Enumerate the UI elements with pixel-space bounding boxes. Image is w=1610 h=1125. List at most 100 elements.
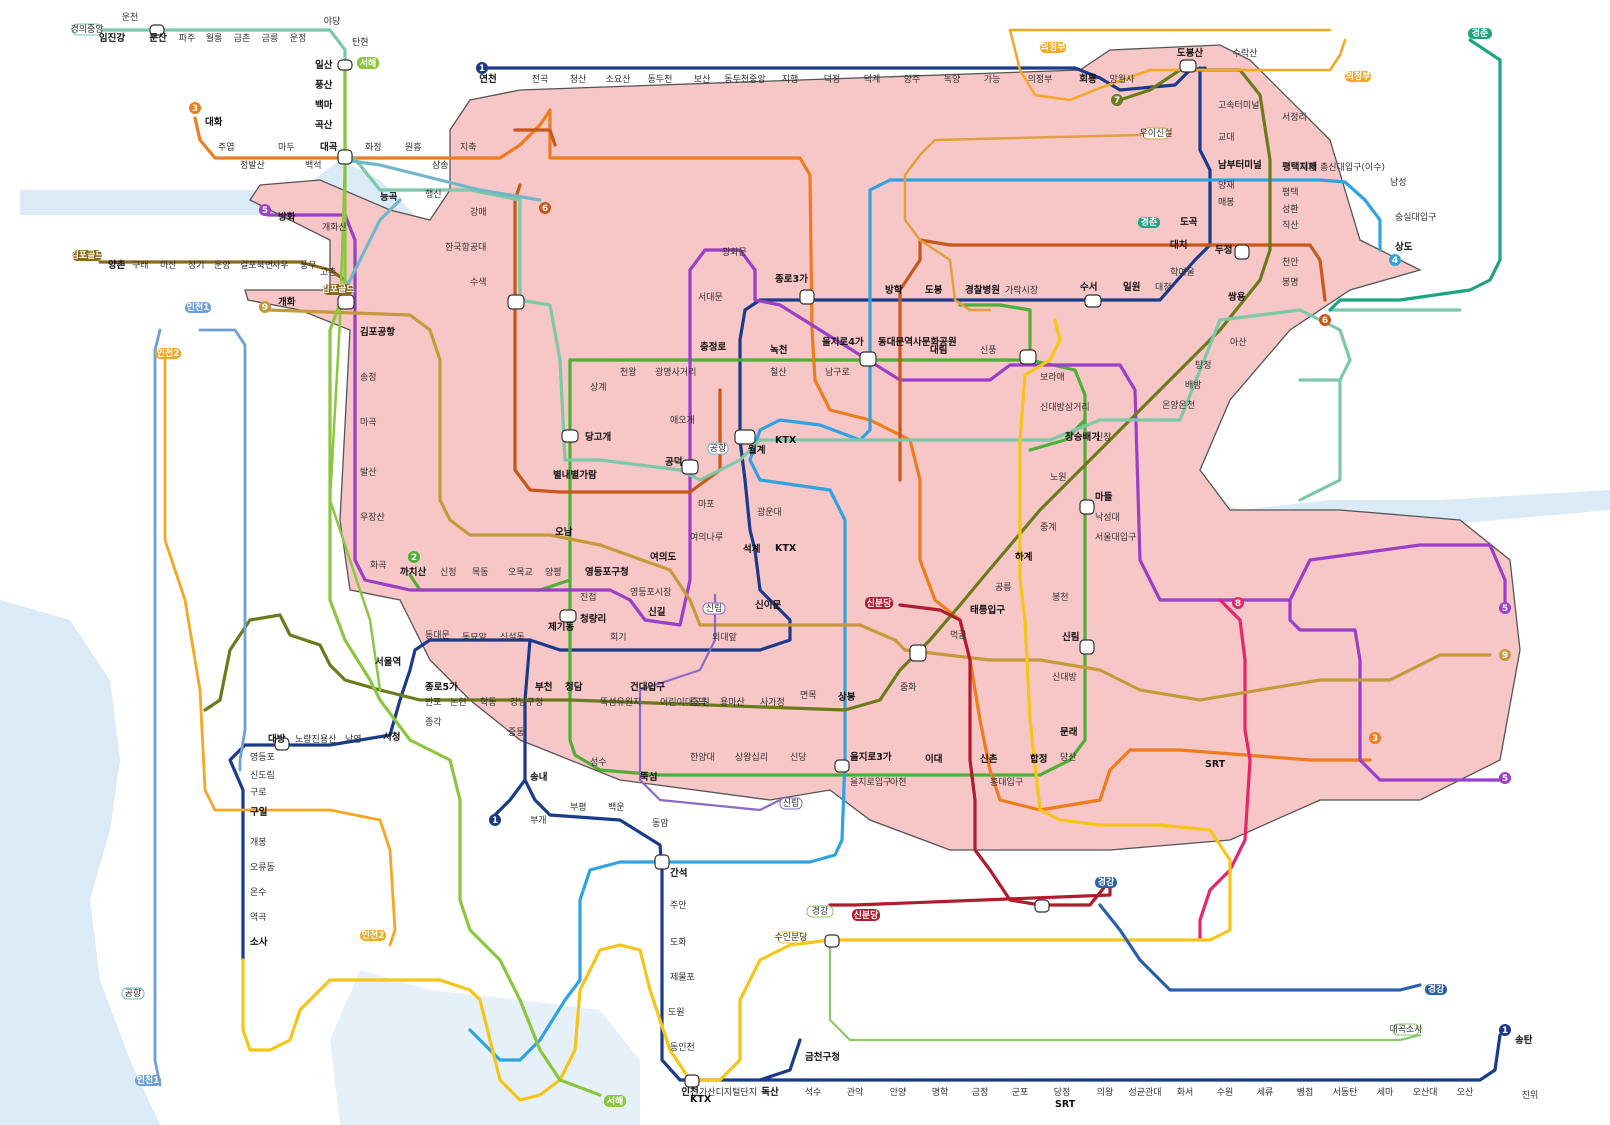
- station-express-terminal[interactable]: [909, 644, 927, 662]
- svg-text:5: 5: [262, 206, 268, 216]
- label-sadang: 을지로3가: [850, 751, 892, 763]
- line-9: [268, 308, 1492, 702]
- label-ujangsan: 우장산: [360, 512, 385, 523]
- label-isu: 상봉: [838, 691, 856, 703]
- label-sindaebang-samgeori: 어린이대공원: [660, 697, 710, 708]
- station-sindorim[interactable]: [559, 609, 577, 623]
- srt-mark-pyeongtaekjije: SRT: [1055, 1099, 1076, 1110]
- svg-text:의정부: 의정부: [1041, 41, 1066, 53]
- label-masan: 마산: [160, 260, 177, 271]
- label-sillim: 뚝섬: [640, 771, 657, 783]
- station-daegok[interactable]: [337, 149, 353, 165]
- station-suwon[interactable]: [684, 1074, 700, 1088]
- label-doksan: 중동: [508, 727, 525, 738]
- label-suraksan: 수락산: [1233, 47, 1258, 59]
- label-dongducheon-jungang: 동두천중앙: [724, 73, 765, 85]
- svg-text:신림: 신림: [706, 602, 723, 614]
- label-neunggok: 능곡: [380, 191, 398, 203]
- station-jamsil[interactable]: [1079, 639, 1095, 655]
- badge-line3: 3: [189, 102, 201, 114]
- station-hongdae[interactable]: [561, 429, 579, 443]
- label-unjeong: 운정: [290, 33, 307, 44]
- station-ilsan[interactable]: [337, 59, 353, 71]
- label-songjeong: 송정: [360, 372, 377, 383]
- svg-text:김포골드: 김포골드: [321, 283, 355, 295]
- label-byeollae: 남성: [1390, 177, 1407, 188]
- station-wangsimni[interactable]: [1019, 349, 1037, 365]
- station-dobongsan[interactable]: [1179, 59, 1197, 73]
- label-munsan: 문산: [149, 32, 167, 44]
- label-sangwangsimni: 신풍: [980, 345, 997, 356]
- tag-ui: 우이신설: [1139, 127, 1173, 140]
- label-junggok: 온양온천: [1162, 400, 1195, 411]
- label-geumneung: 금릉: [262, 33, 279, 44]
- station-sadang[interactable]: [834, 759, 850, 773]
- label-jungdong: 남영: [345, 734, 362, 745]
- tag-incheon2: 인천2: [155, 348, 181, 359]
- tag-gyeongchun-2: 경춘: [1138, 216, 1160, 228]
- label-yangchon: 양촌: [108, 259, 126, 271]
- station-gimpo-airport[interactable]: [337, 294, 355, 310]
- tag-gimpo-gold: 김포골드: [70, 249, 104, 261]
- station-gongdeok[interactable]: [681, 459, 699, 475]
- line-5: [266, 213, 1507, 782]
- label-janggi: 장기: [188, 260, 205, 271]
- station-bupyeong[interactable]: [274, 737, 290, 751]
- line-seohae: [328, 58, 602, 1097]
- svg-text:신분당: 신분당: [867, 597, 893, 609]
- station-cheongnyangni[interactable]: [1084, 294, 1102, 308]
- label-gasan: 부천: [535, 681, 552, 693]
- station-konkuk[interactable]: [1079, 499, 1095, 515]
- label-goksan: 곡산: [315, 119, 333, 131]
- svg-text:5: 5: [1502, 774, 1508, 784]
- label-seryu: 가산디지털단지: [699, 1086, 757, 1098]
- label-uncheon: 운천: [122, 12, 139, 23]
- tag-daegok: 대곡소사: [1389, 1023, 1423, 1036]
- label-juan: 구일: [250, 806, 268, 818]
- label-samseong: 당산: [1060, 752, 1077, 763]
- label-cheonwang: 반포: [425, 697, 442, 708]
- label-banghwa: 방화: [278, 211, 296, 223]
- label-songtan: 금정: [972, 1087, 989, 1098]
- label-sports-complex: 문래: [1060, 726, 1077, 738]
- label-onam: 숭실대입구: [1395, 211, 1436, 223]
- svg-text:3: 3: [192, 104, 198, 114]
- label-geumjeong: 간석: [670, 867, 687, 879]
- tag-gyeongui: 경의중앙: [70, 23, 104, 36]
- station-dongdaemun-history[interactable]: [859, 351, 877, 367]
- line-incheon-2: [163, 353, 397, 947]
- label-sinchang: 송탄: [1515, 1034, 1533, 1046]
- label-sinpung: 뚝섬유원지: [600, 697, 641, 708]
- label-boramae: 건대입구: [630, 681, 665, 693]
- label-juyeop: 주엽: [218, 142, 235, 153]
- label-sinseoldong: 경찰병원: [965, 284, 1000, 296]
- station-munsan[interactable]: [149, 24, 165, 36]
- han-river: [0, 160, 1610, 1125]
- label-gaehwa: 개화: [278, 296, 296, 308]
- station-jigwan-geumnyeong[interactable]: [1234, 244, 1250, 260]
- svg-text:1: 1: [1502, 1026, 1508, 1036]
- station-geumjeong[interactable]: [654, 854, 670, 870]
- label-sagajeong: 탕정: [1195, 360, 1212, 371]
- label-daegok: 대곡: [320, 141, 338, 153]
- station-digital-media-city[interactable]: [507, 294, 525, 310]
- ktx-mark-seoul: KTX: [775, 435, 797, 446]
- line-1-central: [228, 298, 1132, 962]
- svg-text:공항: 공항: [710, 443, 727, 454]
- svg-text:김포골드: 김포골드: [70, 249, 104, 261]
- badge-line2: 2: [408, 551, 420, 563]
- svg-text:인천1: 인천1: [187, 302, 210, 313]
- label-dowon: 온수: [250, 887, 267, 898]
- label-geumchon: 금촌: [234, 33, 251, 44]
- station-jeongja[interactable]: [1034, 899, 1050, 913]
- station-seoul[interactable]: [734, 429, 756, 445]
- svg-text:8: 8: [1235, 599, 1241, 609]
- station-jongno3ga[interactable]: [799, 289, 815, 305]
- label-sau: 사우: [272, 260, 289, 271]
- label-gongdeok: 공덕: [665, 456, 682, 468]
- station-giheung[interactable]: [824, 934, 840, 948]
- label-ganeung: 가능: [984, 74, 1001, 85]
- line-ui-sinseol: [903, 133, 1142, 312]
- label-jinwi: 명학: [932, 1087, 949, 1098]
